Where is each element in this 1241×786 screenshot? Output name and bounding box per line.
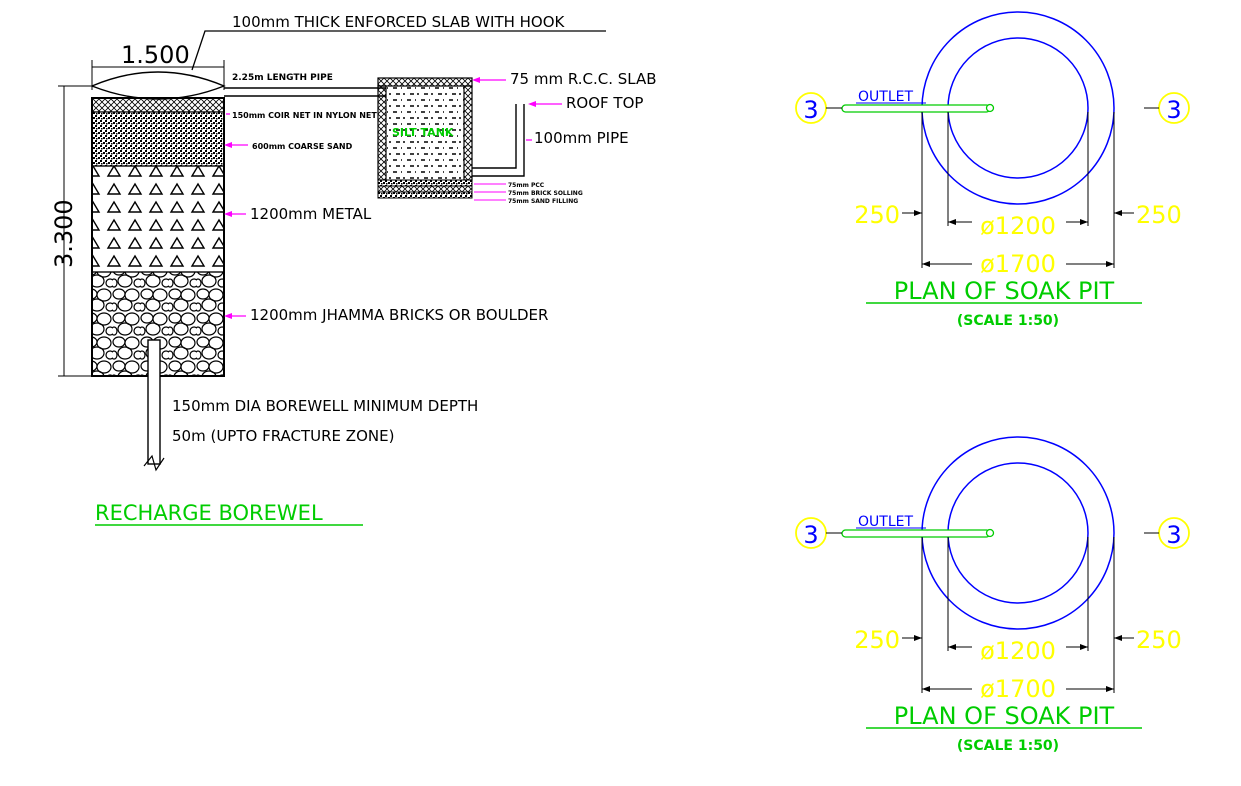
outlet-pipe-end bbox=[985, 528, 995, 538]
dim-outer-dia: ø1700 bbox=[980, 675, 1056, 703]
soak-pit-plan-1: OUTLET 3 3 250 250 ø1200 ø1700 PLAN OF S… bbox=[795, 11, 1190, 329]
dim-outer-dia: ø1700 bbox=[980, 250, 1056, 278]
jhamma-arrow bbox=[224, 313, 232, 319]
dim-inner-arrow-r bbox=[1080, 219, 1088, 225]
brick-soling-label: 75mm BRICK SOLLING bbox=[508, 190, 583, 197]
dim-side-left-arrow bbox=[914, 210, 922, 216]
coir-net-label: 150mm COIR NET IN NYLON NET bbox=[232, 111, 377, 120]
rcc-slab-label: 75 mm R.C.C. SLAB bbox=[510, 70, 657, 88]
soak-pit-plan-2: OUTLET 3 3 250 250 ø1200 ø1700 PLAN OF S… bbox=[795, 436, 1190, 754]
plan-scale: (SCALE 1:50) bbox=[957, 313, 1059, 329]
pipe-length-label: 2.25m LENGTH PIPE bbox=[232, 73, 333, 83]
dim-inner-arrow-r bbox=[1080, 644, 1088, 650]
dim-side-right-arrow bbox=[1114, 635, 1122, 641]
dome-slab bbox=[90, 71, 226, 100]
dim-side-right: 250 bbox=[1136, 201, 1182, 229]
jhamma-label: 1200mm JHAMMA BRICKS OR BOULDER bbox=[250, 306, 548, 324]
roof-pipe bbox=[472, 104, 517, 169]
outlet-pipe bbox=[841, 104, 991, 113]
metal-label: 1200mm METAL bbox=[250, 205, 372, 223]
dim-outer-bg bbox=[972, 252, 1066, 274]
borewell-label-1: 150mm DIA BOREWELL MINIMUM DEPTH bbox=[172, 397, 478, 415]
dim-inner-arrow-l bbox=[948, 644, 956, 650]
section-marker-left-label: 3 bbox=[803, 521, 818, 549]
borewell-label-2: 50m (UPTO FRACTURE ZONE) bbox=[172, 427, 394, 445]
height-dimension: 3.300 bbox=[50, 199, 78, 268]
metal-layer bbox=[91, 165, 225, 273]
dim-side-left-arrow bbox=[914, 635, 922, 641]
dim-side-right-arrow bbox=[1114, 210, 1122, 216]
sand-filling-label: 75mm SAND FILLING bbox=[508, 198, 578, 205]
dim-inner-bg bbox=[972, 210, 1066, 236]
coarse-sand-layer bbox=[91, 111, 225, 167]
silt-tank-slab bbox=[377, 77, 473, 87]
borewell-break bbox=[143, 454, 165, 472]
dim-inner-arrow-l bbox=[948, 219, 956, 225]
dim-outer-arrow-l bbox=[922, 686, 930, 692]
silt-tank-pcc bbox=[377, 179, 473, 187]
silt-tank-wall-left bbox=[377, 85, 387, 181]
outlet-label: OUTLET bbox=[858, 514, 913, 530]
dim-outer-arrow-l bbox=[922, 261, 930, 267]
recharge-borewell-section: 100mm THICK ENFORCED SLAB WITH HOOK 1.50… bbox=[50, 13, 657, 526]
dim-side-right: 250 bbox=[1136, 626, 1182, 654]
metal-arrow bbox=[224, 211, 232, 217]
outlet-pipe bbox=[841, 529, 991, 538]
silt-tank-label: SILT TANK bbox=[392, 126, 454, 139]
dim-outer-bg bbox=[972, 677, 1066, 699]
section-marker-left-label: 3 bbox=[803, 96, 818, 124]
section-marker-right-label: 3 bbox=[1166, 521, 1181, 549]
dim-outer-arrow-r bbox=[1106, 686, 1114, 692]
roof-arrow bbox=[528, 101, 536, 107]
dim-inner-bg bbox=[972, 635, 1066, 661]
roof-top-label: ROOF TOP bbox=[566, 94, 643, 112]
silt-tank-brick bbox=[377, 185, 473, 193]
plan-scale: (SCALE 1:50) bbox=[957, 738, 1059, 754]
top-label-leader bbox=[191, 30, 228, 71]
silt-tank-fill bbox=[386, 86, 464, 180]
dim-side-left: 250 bbox=[854, 626, 900, 654]
section-title: RECHARGE BOREWEL bbox=[95, 501, 323, 525]
dim-outer-arrow-r bbox=[1106, 261, 1114, 267]
dim-inner-dia: ø1200 bbox=[980, 212, 1056, 240]
coir-net-layer bbox=[91, 97, 225, 113]
dim-side-left: 250 bbox=[854, 201, 900, 229]
silt-tank-wall-right bbox=[463, 85, 473, 181]
outlet-label: OUTLET bbox=[858, 89, 913, 105]
section-marker-right-label: 3 bbox=[1166, 96, 1181, 124]
silt-tank: SILT TANK bbox=[377, 77, 473, 199]
silt-tank-sand bbox=[377, 191, 473, 199]
outlet-pipe-end bbox=[985, 103, 995, 113]
width-dimension: 1.500 bbox=[121, 41, 190, 69]
pipe-100-label: 100mm PIPE bbox=[534, 129, 629, 147]
borewell-pipe bbox=[147, 339, 161, 465]
dim-inner-dia: ø1200 bbox=[980, 637, 1056, 665]
rcc-arrow bbox=[472, 77, 480, 83]
sand-arrow bbox=[224, 142, 232, 148]
top-slab-label: 100mm THICK ENFORCED SLAB WITH HOOK bbox=[232, 13, 566, 31]
plan-title: PLAN OF SOAK PIT bbox=[894, 277, 1115, 305]
roof-pipe-inner bbox=[472, 104, 525, 177]
plan-title: PLAN OF SOAK PIT bbox=[894, 702, 1115, 730]
pcc-label: 75mm PCC bbox=[508, 182, 545, 189]
coarse-sand-label: 600mm COARSE SAND bbox=[252, 142, 353, 151]
